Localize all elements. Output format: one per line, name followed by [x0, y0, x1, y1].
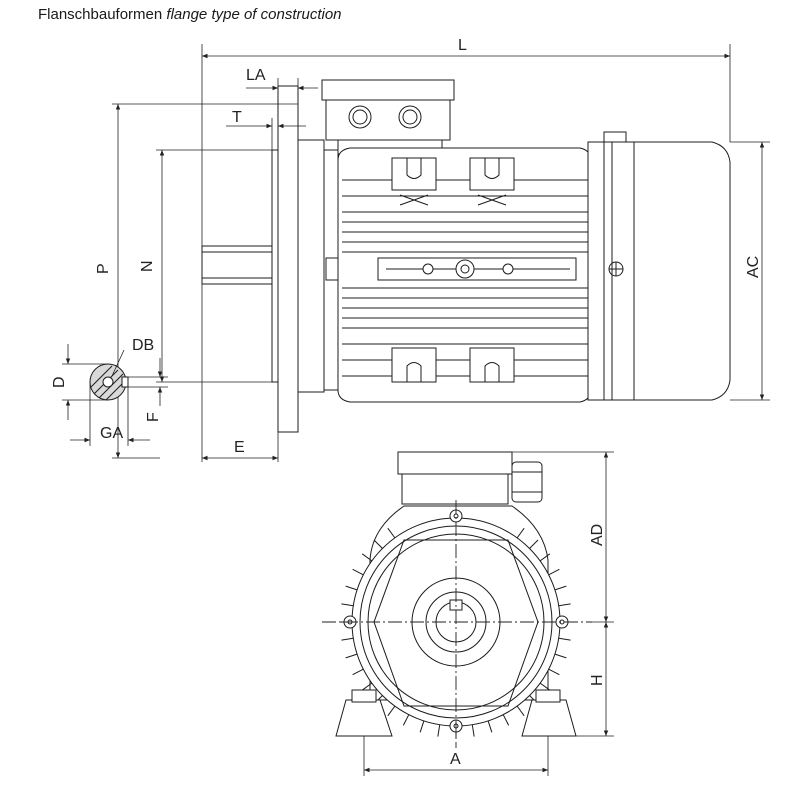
fin-tick: [516, 527, 525, 539]
fin-tick: [402, 714, 410, 726]
dim-LA: LA: [246, 67, 266, 84]
fin-tick: [345, 653, 358, 659]
fin-tick: [361, 682, 373, 691]
front-view: AD H A: [322, 451, 614, 776]
fin-tick: [352, 668, 364, 676]
fin-tick: [341, 603, 354, 607]
fin-tick: [539, 682, 551, 691]
dim-A: A: [450, 751, 461, 768]
dim-D: D: [51, 376, 68, 388]
fin-tick: [529, 539, 539, 549]
fin-tick: [387, 527, 396, 539]
fin-tick: [419, 720, 425, 733]
fin-tick: [437, 724, 441, 737]
title-main: Flanschbauformen: [38, 6, 163, 23]
dim-DB: DB: [132, 337, 154, 354]
side-view: L LA T P N E AC: [95, 37, 770, 462]
foot-left: [335, 699, 393, 737]
foot-right: [521, 699, 577, 737]
cable-gland-icon: [398, 105, 422, 129]
title-italic: flange type of construction: [166, 6, 342, 23]
fin-tick: [554, 585, 567, 591]
dim-AD: AD: [589, 524, 606, 546]
fin-tick: [548, 668, 560, 676]
cable-gland-icon: [511, 461, 543, 503]
flange: [277, 85, 299, 433]
fin-tick: [373, 539, 383, 549]
cable-gland-icon: [348, 105, 372, 129]
fin-tick: [352, 568, 364, 576]
fin-tick: [554, 653, 567, 659]
dim-F: F: [145, 412, 162, 422]
fin-tick: [502, 714, 510, 726]
fin-tick: [558, 603, 571, 607]
motor-body: [337, 147, 593, 403]
fin-tick: [558, 637, 571, 641]
fin-tick: [548, 568, 560, 576]
fin-tick: [539, 553, 551, 562]
dim-T: T: [232, 109, 242, 126]
fin-tick: [487, 720, 493, 733]
dim-H: H: [589, 674, 606, 686]
dim-N: N: [139, 260, 156, 272]
terminal-box: [321, 79, 455, 155]
fin-tick: [361, 553, 373, 562]
fin-tick: [345, 585, 358, 591]
fin-tick: [341, 637, 354, 641]
fan-cover: [587, 131, 731, 401]
drawing-title: Flanschbauformen flange type of construc…: [38, 6, 342, 23]
fin-tick: [387, 705, 396, 717]
dim-E: E: [234, 439, 245, 456]
fin-tick: [516, 705, 525, 717]
dim-L: L: [458, 37, 467, 54]
shaft-section: D DB F GA: [51, 337, 168, 446]
dim-GA: GA: [100, 425, 123, 442]
dim-AC: AC: [745, 256, 762, 278]
dim-P: P: [95, 263, 112, 274]
terminal-box-front: [397, 451, 513, 475]
fin-tick: [471, 724, 475, 737]
